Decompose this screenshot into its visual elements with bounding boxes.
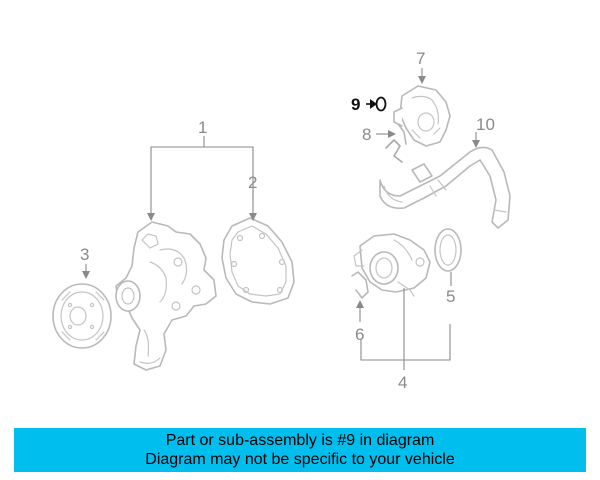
callout-8: 8 xyxy=(362,125,396,144)
callout-4-label: 4 xyxy=(398,373,407,392)
callout-3-label: 3 xyxy=(80,245,89,264)
info-banner: Part or sub-assembly is #9 in diagram Di… xyxy=(14,428,586,472)
callout-5-label: 5 xyxy=(446,287,455,306)
clip xyxy=(385,123,407,163)
callout-10: 10 xyxy=(472,115,495,148)
water-pump xyxy=(115,221,217,371)
banner-line-part-number: Part or sub-assembly is #9 in diagram xyxy=(165,432,435,449)
pulley xyxy=(52,283,112,349)
callout-7: 7 xyxy=(416,49,426,84)
o-ring xyxy=(375,96,387,112)
callout-1-label: 1 xyxy=(198,118,207,137)
banner-line-disclaimer: Diagram may not be specific to your vehi… xyxy=(145,451,455,468)
callout-8-label: 8 xyxy=(362,125,371,144)
callout-6-label: 6 xyxy=(355,325,364,344)
callout-9-label: 9 xyxy=(351,95,360,114)
callout-9: 9 xyxy=(351,95,377,114)
callout-1: 1 xyxy=(147,118,257,221)
callout-10-label: 10 xyxy=(476,115,495,134)
callout-5: 5 xyxy=(446,272,455,306)
callout-2-label: 2 xyxy=(248,173,257,192)
callout-7-label: 7 xyxy=(416,49,425,68)
callout-6: 6 xyxy=(355,300,364,344)
outlet-housing xyxy=(353,233,431,297)
thermostat-housing xyxy=(393,85,451,147)
outlet-gasket xyxy=(434,228,462,272)
hose-clamp xyxy=(351,271,369,299)
callout-3: 3 xyxy=(80,245,90,279)
callout-4: 4 xyxy=(360,288,451,392)
coolant-pipe xyxy=(379,146,511,229)
water-pump-gasket xyxy=(221,217,295,305)
callout-2: 2 xyxy=(248,173,257,200)
